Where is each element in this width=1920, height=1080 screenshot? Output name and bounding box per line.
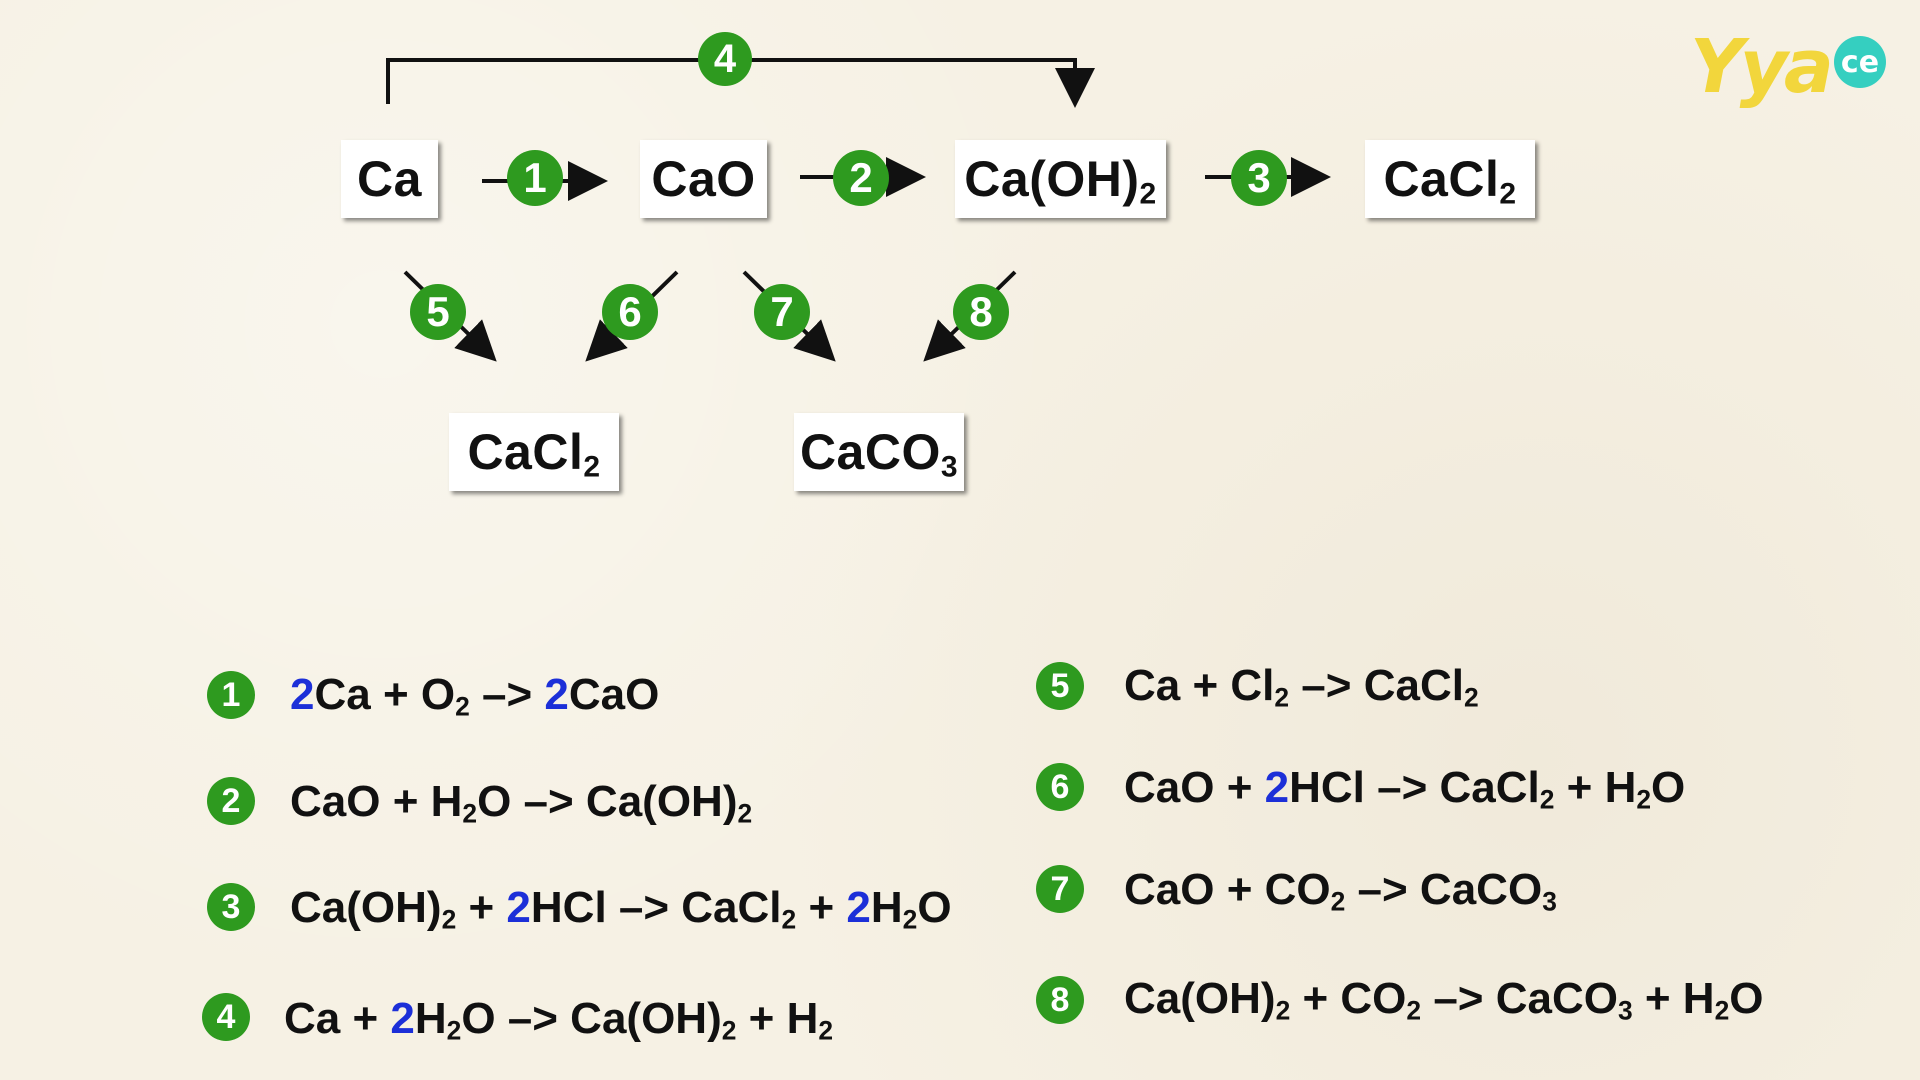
arrow-2-badge: 2 (833, 150, 889, 206)
equation-3-number: 3 (221, 887, 241, 926)
node-cacl2-bottom: CaCl2 (449, 413, 619, 491)
arrow-5-number: 5 (426, 288, 450, 335)
equation-6: CaO + 2HCl –> CaCl2 + H2O (1124, 762, 1685, 814)
equation-5-badge: 5 (1036, 662, 1084, 710)
node-cacl2-top-label: CaCl2 (1383, 151, 1517, 211)
node-cacl2-top: CaCl2 (1365, 140, 1535, 218)
equation-2-text: CaO + H2O –> Ca(OH)2 (290, 777, 753, 829)
arrow-7-number: 7 (770, 288, 794, 335)
equation-3: Ca(OH)2 + 2HCl –> CaCl2 + 2H2O (290, 882, 952, 934)
arrow-1-badge: 1 (507, 150, 563, 206)
arrow-1-number: 1 (523, 154, 547, 201)
equation-1-number: 1 (221, 675, 241, 714)
arrow-8-number: 8 (969, 288, 993, 335)
equation-7-badge: 7 (1036, 865, 1084, 913)
equation-3-badge: 3 (207, 883, 255, 931)
equation-5-text: Ca + Cl2 –> CaCl2 (1124, 661, 1479, 713)
brand-logo-bubble: ce (1834, 36, 1886, 88)
node-ca-label: Ca (357, 151, 422, 207)
equation-5-number: 5 (1050, 666, 1070, 705)
arrow-6-number: 6 (618, 288, 642, 335)
arrow-4-badge: 4 (698, 32, 752, 86)
equation-1: 2Ca + O2 –> 2CaO (290, 669, 659, 721)
equation-7-number: 7 (1050, 869, 1070, 908)
node-cacl2-bottom-label: CaCl2 (467, 424, 601, 484)
brand-logo-text: Yya (1690, 24, 1834, 110)
node-cao: CaO (640, 140, 767, 218)
arrow-8-badge: 8 (953, 284, 1009, 340)
node-ca: Ca (341, 140, 438, 218)
arrow-3-number: 3 (1247, 154, 1271, 201)
equation-8: Ca(OH)2 + CO2 –> CaCO3 + H2O (1124, 973, 1764, 1025)
node-caco3-label: CaCO3 (799, 424, 959, 484)
equation-5: Ca + Cl2 –> CaCl2 (1124, 660, 1479, 712)
equation-1-text: 2Ca + O2 –> 2CaO (290, 670, 660, 722)
node-caoh2: Ca(OH)2 (955, 140, 1166, 218)
arrow-2-number: 2 (849, 154, 873, 201)
arrow-7-badge: 7 (754, 284, 810, 340)
equation-3-text: Ca(OH)2 + 2HCl –> CaCl2 + 2H2O (290, 883, 952, 935)
equation-6-text: CaO + 2HCl –> CaCl2 + H2O (1124, 763, 1686, 815)
equation-7-text: CaO + CO2 –> CaCO3 (1124, 865, 1557, 917)
equation-4-number: 4 (216, 997, 236, 1036)
equation-8-text: Ca(OH)2 + CO2 –> CaCO3 + H2O (1124, 974, 1764, 1026)
node-caoh2-label: Ca(OH)2 (964, 151, 1157, 211)
arrow-3-badge: 3 (1231, 150, 1287, 206)
equation-6-badge: 6 (1036, 763, 1084, 811)
equation-2-badge: 2 (207, 777, 255, 825)
equation-8-badge: 8 (1036, 976, 1084, 1024)
node-cao-label: CaO (651, 151, 756, 207)
arrow-6-badge: 6 (602, 284, 658, 340)
equation-2-number: 2 (221, 781, 241, 820)
equation-4: Ca + 2H2O –> Ca(OH)2 + H2 (284, 993, 833, 1045)
equation-8-number: 8 (1050, 980, 1070, 1019)
node-caco3: CaCO3 (794, 413, 964, 491)
arrow-4-number: 4 (713, 36, 737, 81)
equation-6-number: 6 (1050, 767, 1070, 806)
equation-4-badge: 4 (202, 993, 250, 1041)
equation-2: CaO + H2O –> Ca(OH)2 (290, 776, 752, 828)
equation-1-badge: 1 (207, 671, 255, 719)
arrow-5-badge: 5 (410, 284, 466, 340)
brand-logo: Yya ce (1690, 24, 1890, 110)
equation-4-text: Ca + 2H2O –> Ca(OH)2 + H2 (284, 994, 834, 1046)
equation-7: CaO + CO2 –> CaCO3 (1124, 864, 1557, 916)
